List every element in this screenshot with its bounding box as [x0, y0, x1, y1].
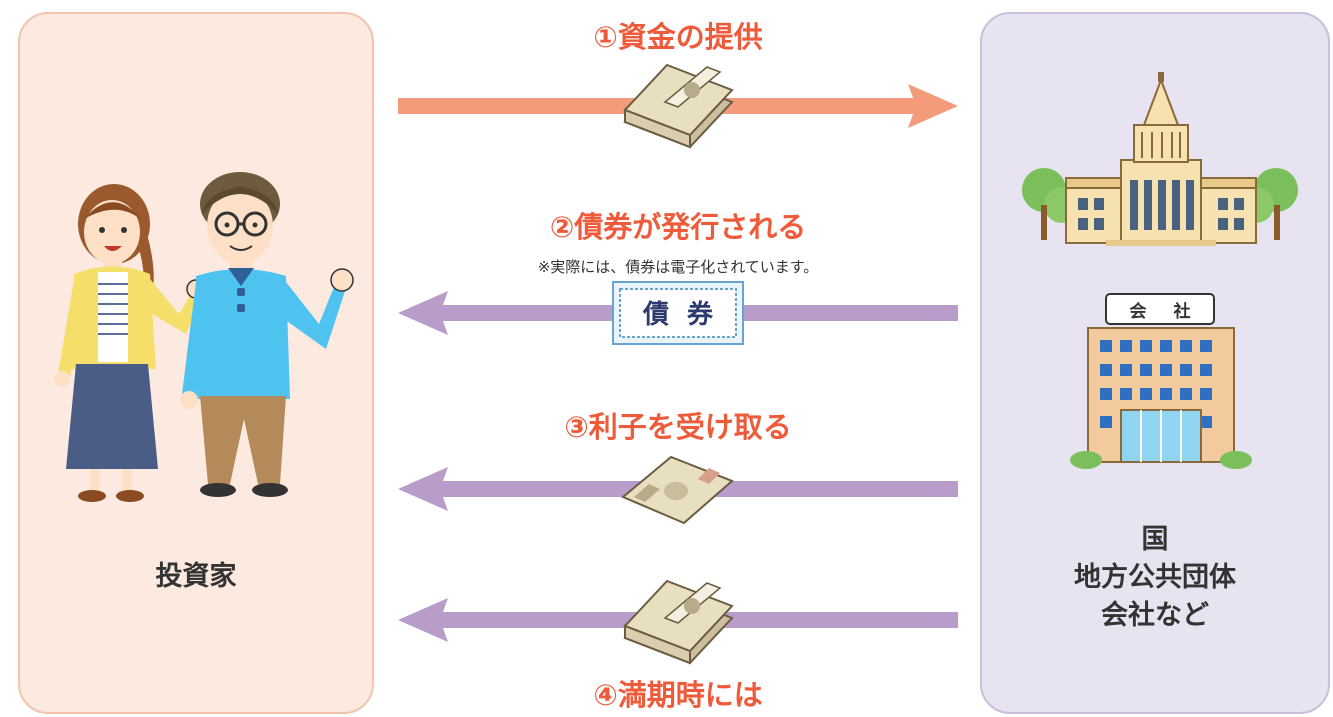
issuer-label-line-1: 国 [1141, 524, 1169, 555]
investor-panel: 投資家 [18, 12, 374, 714]
investor-label: 投資家 [155, 561, 237, 592]
certificate-text-1: 債 [642, 300, 669, 330]
certificate-text-2: 券 [687, 300, 714, 330]
money-bundle-icon-maturity [623, 579, 734, 665]
money-bundle-icon [623, 63, 734, 149]
step-4-label: ④満期時には [593, 678, 763, 712]
step-2-note: ※実際には、債券は電子化されています。 [537, 258, 819, 276]
banknote-icon [621, 455, 734, 525]
woman-icon [54, 184, 206, 502]
step-3-label: ③利子を受け取る [564, 410, 792, 444]
bond-certificate-icon: 債 券 [612, 281, 744, 345]
diet-building-icon [1022, 72, 1298, 246]
step-2-label: ②債券が発行される [549, 210, 807, 244]
issuer-panel: 会 社 国 地方公共団体 会社など [980, 12, 1330, 714]
company-building-icon: 会 社 [1070, 293, 1252, 469]
man-icon [180, 172, 354, 497]
issuer-label-line-2: 地方公共団体 [1074, 562, 1236, 593]
company-sign-left: 会 [1130, 301, 1147, 322]
issuer-label: 国 地方公共団体 会社など [982, 522, 1328, 636]
step-1-label: ①資金の提供 [593, 20, 763, 54]
company-sign-right: 社 [1173, 301, 1191, 322]
investors-illustration [54, 172, 354, 502]
issuer-label-line-3: 会社など [1101, 600, 1209, 631]
